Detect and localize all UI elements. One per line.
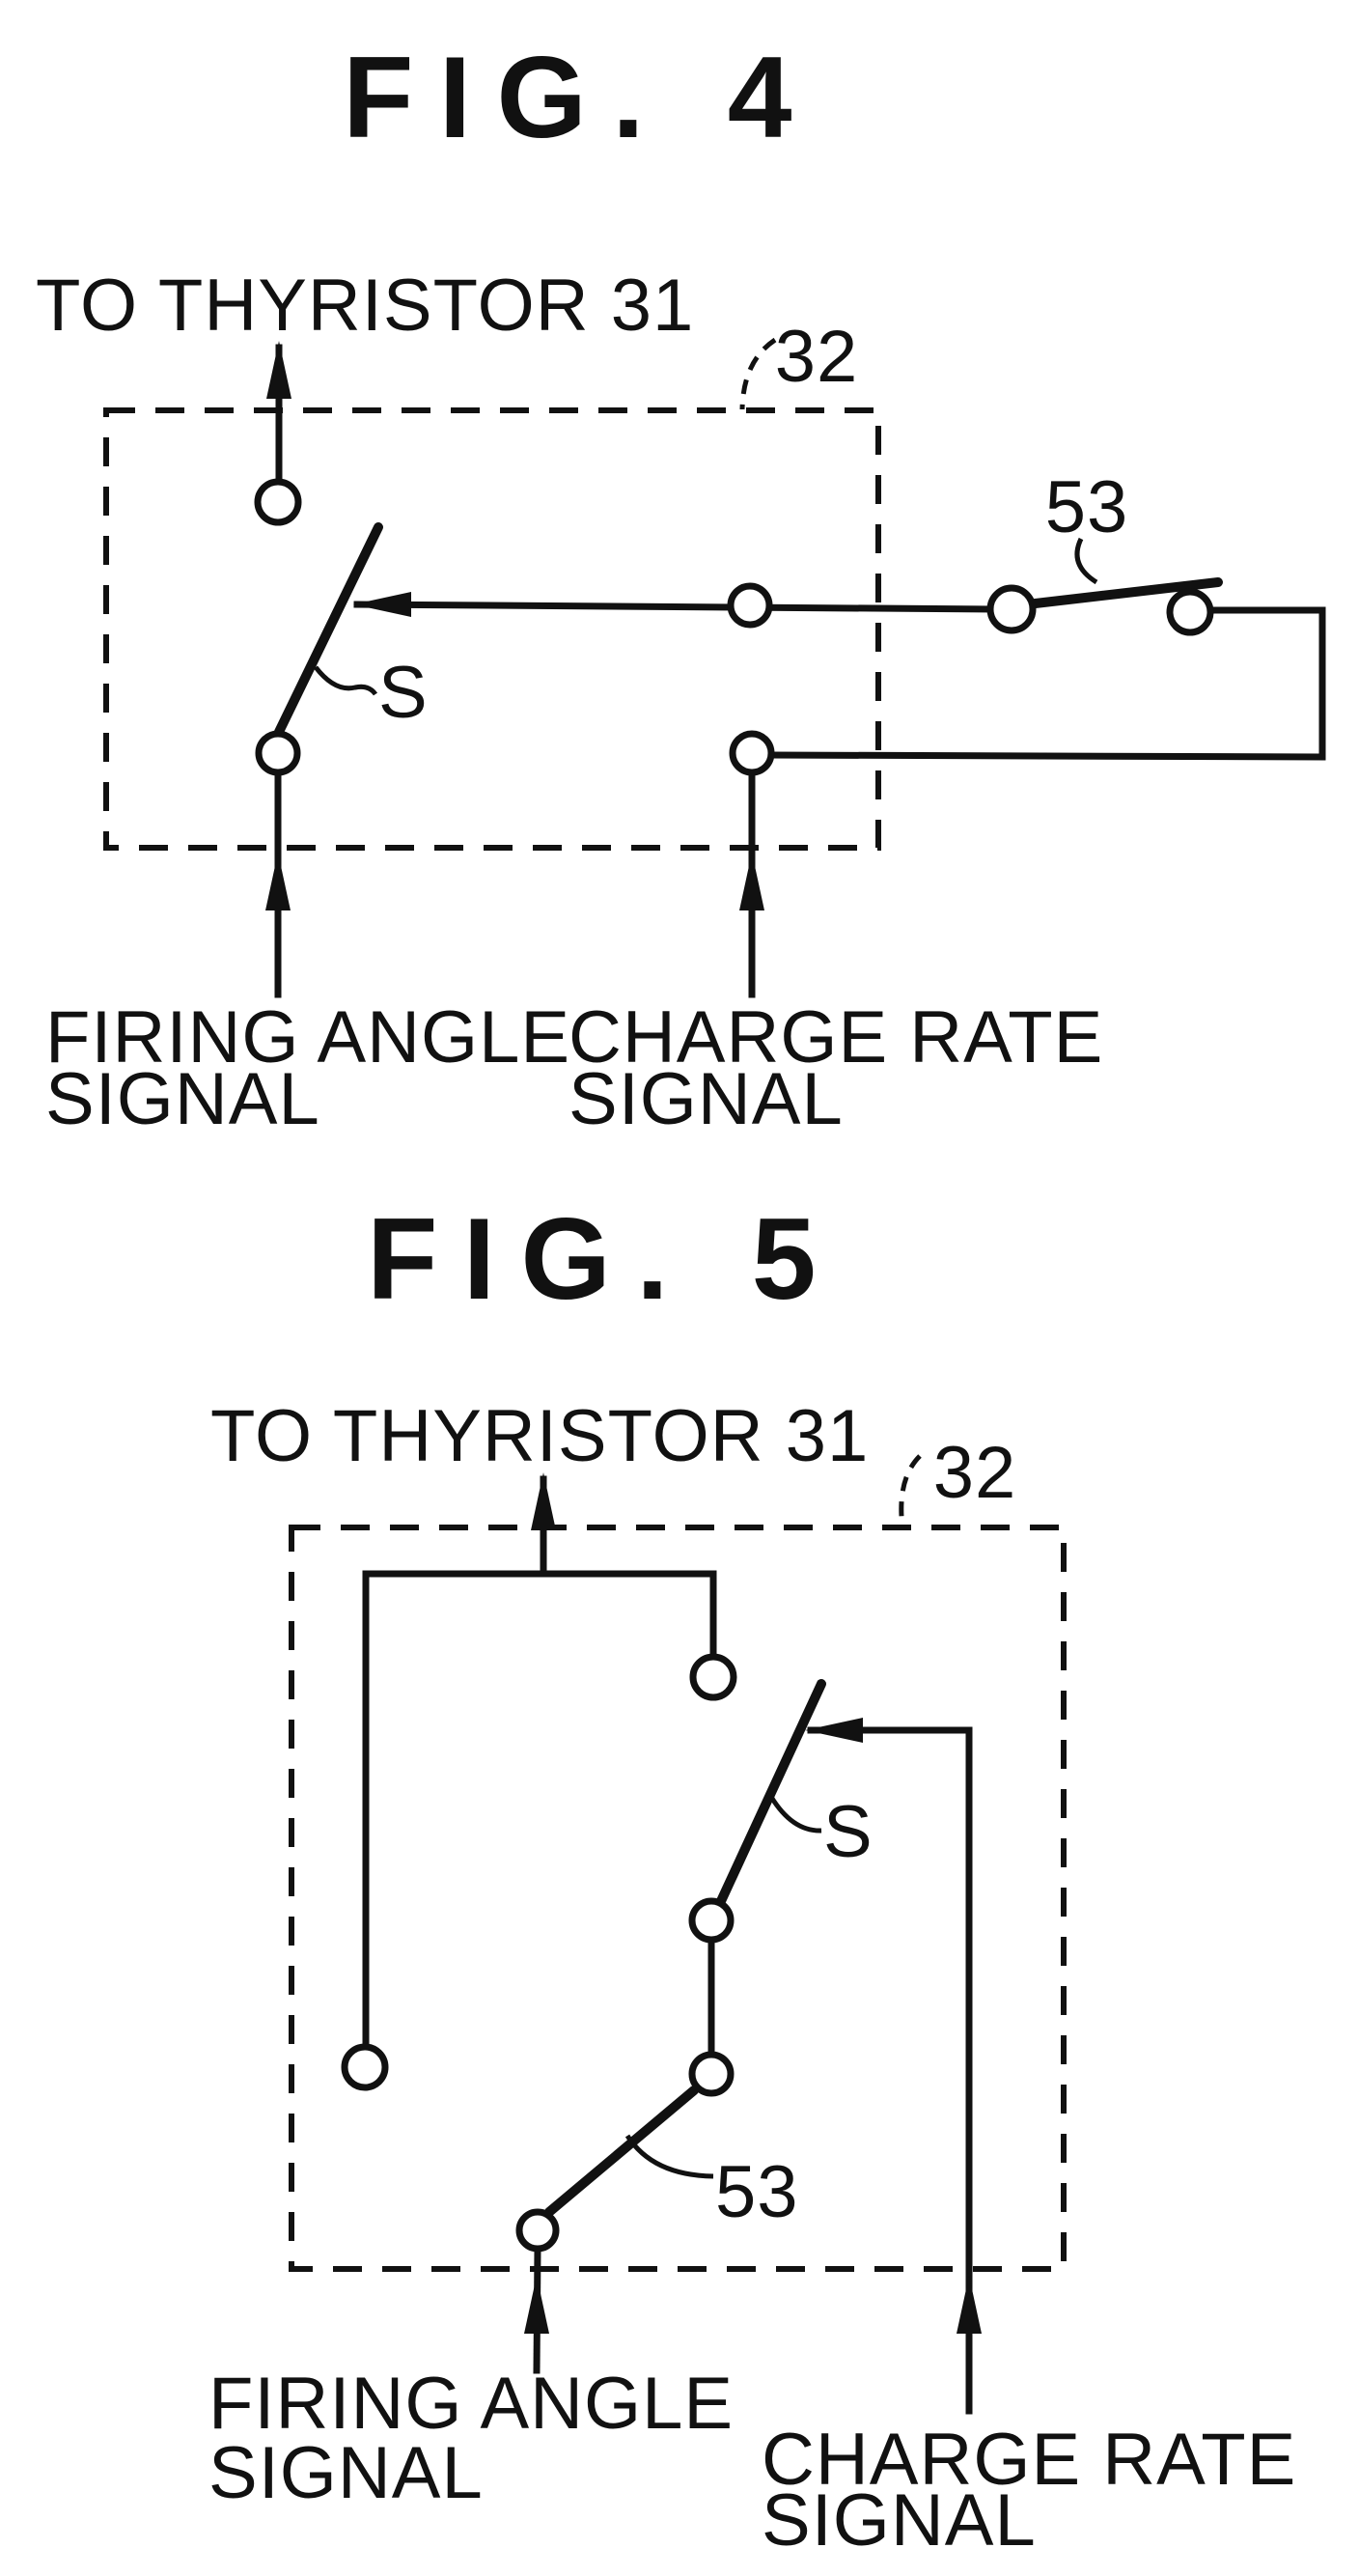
fig4-switch-s-label: S [378, 652, 429, 734]
fig5-switch-s-leader-line [768, 1795, 822, 1834]
fig4-terminal-53-right [1166, 588, 1214, 636]
fig4-feedback-line [768, 606, 1326, 761]
fig5-bus-line [362, 1570, 717, 2051]
figure-5: FIG. 5 TO THYRISTOR 31 32 S [208, 1194, 1296, 2562]
fig4-enclosure-ref-label: 32 [775, 316, 859, 398]
fig4-terminal-firing-angle [255, 730, 301, 776]
fig4-firing-angle-label-line1: FIRING ANGLE [45, 996, 570, 1078]
fig5-charge-rate-label-line1: CHARGE RATE [762, 2419, 1296, 2501]
fig4-enclosure-leader-line [739, 337, 777, 410]
fig5-firing-angle-label-line2: SIGNAL [208, 2432, 484, 2514]
fig5-enclosure-leader-line [899, 1454, 922, 1528]
fig5-terminal-output [689, 1653, 737, 1701]
fig4-terminal-output [254, 478, 302, 526]
fig5-terminal-left [341, 2043, 389, 2091]
fig4-switch-s-blade [274, 522, 383, 737]
fig5-title: FIG. 5 [367, 1194, 842, 1324]
fig5-output-arrowhead-icon [531, 1472, 556, 1530]
fig4-switch-53-label: 53 [1045, 466, 1129, 548]
fig5-terminal-53-top [688, 2051, 735, 2097]
figure-4: FIG. 4 TO THYRISTOR 31 32 53 S [36, 33, 1326, 1140]
fig4-switch-53-leader-line [1074, 537, 1098, 585]
fig4-terminal-charge-rate [729, 730, 775, 776]
fig4-bus-line [353, 601, 998, 613]
fig4-firing-angle-arrowhead-icon [265, 853, 291, 910]
fig4-charge-rate-arrowhead-icon [739, 853, 764, 910]
fig5-switch-53-label: 53 [715, 2151, 799, 2233]
fig4-charge-rate-label-line1: CHARGE RATE [569, 996, 1103, 1078]
fig5-switch-s-blade [716, 1679, 826, 1906]
fig4-bus-arrowhead-icon [353, 592, 411, 617]
fig4-switch-s-leader-line [314, 665, 378, 696]
fig5-enclosure-dashed-box [289, 1525, 1067, 2272]
fig4-switch-53-blade [1022, 577, 1223, 609]
fig5-switch-53-leader-line [624, 2134, 714, 2179]
fig4-terminal-bus [727, 582, 773, 629]
fig4-charge-rate-label-line2: SIGNAL [569, 1058, 844, 1140]
fig5-terminal-firing-angle [515, 2208, 560, 2253]
fig4-output-label: TO THYRISTOR 31 [36, 265, 694, 347]
fig5-terminal-s-pivot [688, 1897, 735, 1944]
fig5-blade-arrowhead-icon [805, 1718, 863, 1743]
fig4-output-arrowhead-icon [266, 341, 291, 399]
fig4-title: FIG. 4 [343, 33, 818, 162]
fig5-switch-53-blade [544, 2086, 699, 2217]
fig5-firing-angle-arrowhead-icon [524, 2276, 549, 2334]
fig5-firing-angle-label-line1: FIRING ANGLE [208, 2363, 734, 2445]
fig5-output-label: TO THYRISTOR 31 [210, 1395, 869, 1477]
fig5-enclosure-ref-label: 32 [933, 1432, 1017, 1514]
fig5-charge-rate-label-line2: SIGNAL [762, 2479, 1037, 2562]
fig5-switch-s-label: S [823, 1791, 874, 1873]
fig4-enclosure-dashed-box [103, 407, 881, 851]
fig4-firing-angle-label-line2: SIGNAL [45, 1058, 320, 1140]
fig5-charge-rate-arrowhead-icon [957, 2276, 982, 2334]
fig4-terminal-53-left [986, 584, 1037, 634]
